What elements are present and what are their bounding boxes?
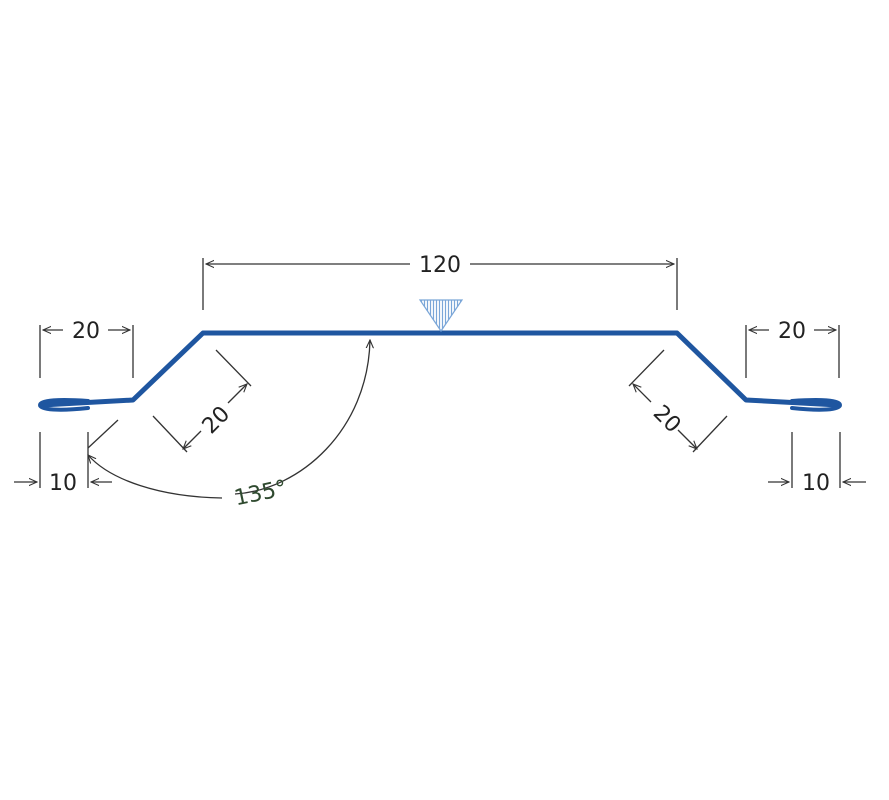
dimension-top-width-label: 120 (419, 253, 461, 278)
dimension-right-hem: 10 (768, 432, 866, 496)
right-hem (790, 398, 842, 412)
dimension-right-hem-label: 10 (802, 471, 830, 496)
dimension-right-flange: 20 (745, 319, 840, 378)
dimension-angle-label: 135° (232, 476, 289, 511)
profile-main-line (39, 330, 841, 408)
dimension-left-hem-label: 10 (49, 471, 77, 496)
dimension-left-slope-label: 20 (198, 402, 235, 439)
dimension-left-flange: 20 (39, 319, 134, 378)
sheet-profile (38, 330, 842, 412)
inverted-triangle-hatched-icon (418, 299, 464, 333)
dimension-left-flange-label: 20 (72, 319, 100, 344)
dimension-angle: 135° (88, 340, 370, 511)
dimension-right-flange-label: 20 (778, 319, 806, 344)
left-hem (38, 398, 90, 412)
dimension-top-width: 120 (202, 253, 678, 310)
